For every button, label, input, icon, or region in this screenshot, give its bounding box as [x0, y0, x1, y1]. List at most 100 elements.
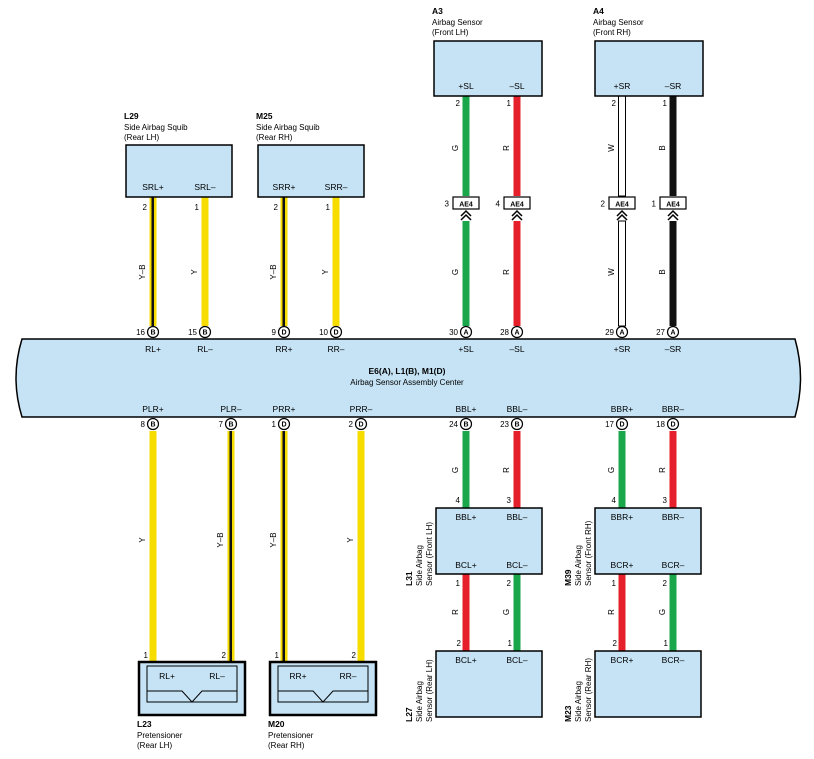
l31-box — [435, 507, 543, 575]
ae4-1-pin: 4 — [496, 200, 501, 209]
ae4-3-id: AE4 — [666, 202, 680, 209]
center-bottom-pin-2-conn: D — [281, 422, 286, 429]
l27-pin-label-0: BCL+ — [455, 655, 477, 665]
l29-name-1: Side Airbag Squib — [124, 123, 188, 132]
wire-bc-code-22: R — [607, 609, 616, 615]
center-bottom-pin-0-conn: B — [150, 422, 155, 429]
l29-box — [125, 144, 233, 198]
wire-bc-22 — [618, 574, 626, 651]
center-top-pin-4-num: 30 — [449, 328, 458, 337]
wire-squib-10-stripe — [282, 197, 285, 326]
wire-pret-code-15: Y — [346, 537, 355, 543]
wire-lower-7 — [669, 221, 677, 326]
l31-id: L31 — [404, 571, 414, 586]
l27-pin-0: 2 — [457, 639, 462, 648]
m23-name-1: Side Airbag — [574, 681, 583, 722]
center-top-pin-5-circle — [510, 325, 524, 339]
a3-id: A3 — [432, 6, 443, 16]
wire-bb-17 — [513, 431, 521, 508]
center-bottom-pin-5-num: 23 — [500, 420, 509, 429]
wire-lower-code-5: R — [502, 269, 511, 275]
l31-pin-label-3: BCL– — [506, 560, 528, 570]
center-bottom-pin-1-num: 7 — [219, 420, 224, 429]
center-bottom-pin-7-conn: D — [670, 422, 675, 429]
center-top-pin-6-label: +SR — [614, 344, 631, 354]
a4-pin-label-1: –SR — [665, 81, 682, 91]
l31-pin-label-2: BCL+ — [455, 560, 477, 570]
m20-name-2: (Rear RH) — [268, 741, 305, 750]
center-top-pin-7-num: 27 — [656, 328, 665, 337]
a3-name-1: Airbag Sensor — [432, 18, 483, 27]
l23-name-1: Pretensioner — [137, 731, 183, 740]
a4-pin-label-0: +SR — [614, 81, 631, 91]
center-bottom-pin-4-conn: B — [463, 422, 468, 429]
center-top-pin-2-conn: D — [281, 330, 286, 337]
a4-name-2: (Front RH) — [593, 28, 631, 37]
components-layer: E6(A), L1(B), M1(D)Airbag Sensor Assembl… — [15, 40, 802, 718]
m25-pin-0: 2 — [274, 203, 279, 212]
l27-name-2: Sensor (Rear LH) — [425, 659, 434, 722]
center-bottom-pin-4-circle — [459, 417, 473, 431]
l27-name-1: Side Airbag — [415, 681, 424, 722]
center-bottom-pin-3-num: 2 — [349, 420, 354, 429]
wire-pret-code-13: Y–B — [216, 532, 225, 547]
assembly-center-id: E6(A), L1(B), M1(D) — [369, 366, 446, 376]
m39-pin-bottom-0: 1 — [612, 579, 617, 588]
m23-name-2: Sensor (Rear RH) — [584, 658, 593, 722]
center-bottom-pin-3-label: PRR– — [350, 404, 373, 414]
center-top-pin-1-label: RL– — [197, 344, 213, 354]
center-bottom-pin-2-num: 1 — [272, 420, 277, 429]
center-bottom-pin-1-conn: B — [228, 422, 233, 429]
l23-pin-label-0: RL+ — [159, 671, 175, 681]
l23-box — [137, 660, 247, 717]
wire-lower-code-7: B — [658, 269, 667, 274]
l31-name-2: Sensor (Front LH) — [425, 522, 434, 586]
wire-bb-code-16: G — [451, 467, 460, 473]
center-bottom-pin-7-num: 18 — [656, 420, 665, 429]
wire-upper-1 — [513, 96, 521, 196]
m39-pin-label-2: BCR+ — [611, 560, 634, 570]
wire-upper-2 — [618, 95, 626, 197]
center-top-pin-5-conn: A — [514, 330, 519, 337]
m25-name-1: Side Airbag Squib — [256, 123, 320, 132]
a4-pin-1: 1 — [663, 99, 668, 108]
wire-bb-code-18: G — [607, 467, 616, 473]
center-bottom-pin-1-label: PLR– — [220, 404, 242, 414]
wire-bb-18 — [618, 431, 626, 508]
center-bottom-pin-7-label: BBR– — [662, 404, 684, 414]
center-top-pin-2-num: 9 — [272, 328, 277, 337]
l27-pin-label-1: BCL– — [506, 655, 528, 665]
wire-pret-14-stripe — [282, 431, 285, 662]
m20-pin-1: 2 — [352, 651, 357, 660]
l27-id: L27 — [404, 707, 414, 722]
center-top-pin-2-label: RR+ — [275, 344, 292, 354]
m39-name-1: Side Airbag — [574, 545, 583, 586]
center-bottom-pin-2-label: PRR+ — [273, 404, 296, 414]
ae4-2-box — [608, 196, 636, 210]
a3-box — [433, 40, 543, 97]
center-top-pin-5-label: –SL — [509, 344, 524, 354]
center-bottom-pin-5-label: BBL– — [507, 404, 528, 414]
wire-pret-13-stripe — [229, 431, 232, 662]
center-bottom-pin-0-label: PLR+ — [142, 404, 164, 414]
m39-id: M39 — [563, 569, 573, 586]
wire-lower-code-6: W — [607, 268, 616, 276]
m39-pin-top-0: 4 — [612, 496, 617, 505]
l31-pin-top-0: 4 — [456, 496, 461, 505]
wire-bb-code-17: R — [502, 467, 511, 473]
wire-pret-12 — [149, 431, 157, 662]
center-bottom-pin-0-circle — [146, 417, 160, 431]
center-top-pin-0-conn: B — [150, 330, 155, 337]
wire-squib-8-stripe — [151, 197, 154, 326]
wire-squib-code-10: Y–B — [269, 264, 278, 279]
l27-pin-1: 1 — [508, 639, 513, 648]
ae4-1-chevron — [511, 209, 523, 221]
center-top-pin-6-circle — [615, 325, 629, 339]
center-bottom-pin-2-circle — [277, 417, 291, 431]
center-bottom-pin-4-label: BBL+ — [455, 404, 476, 414]
wire-bc-21 — [513, 574, 521, 651]
l23-id: L23 — [137, 719, 152, 729]
wire-upper-code-0: G — [451, 145, 460, 151]
wire-lower-4 — [462, 221, 470, 326]
